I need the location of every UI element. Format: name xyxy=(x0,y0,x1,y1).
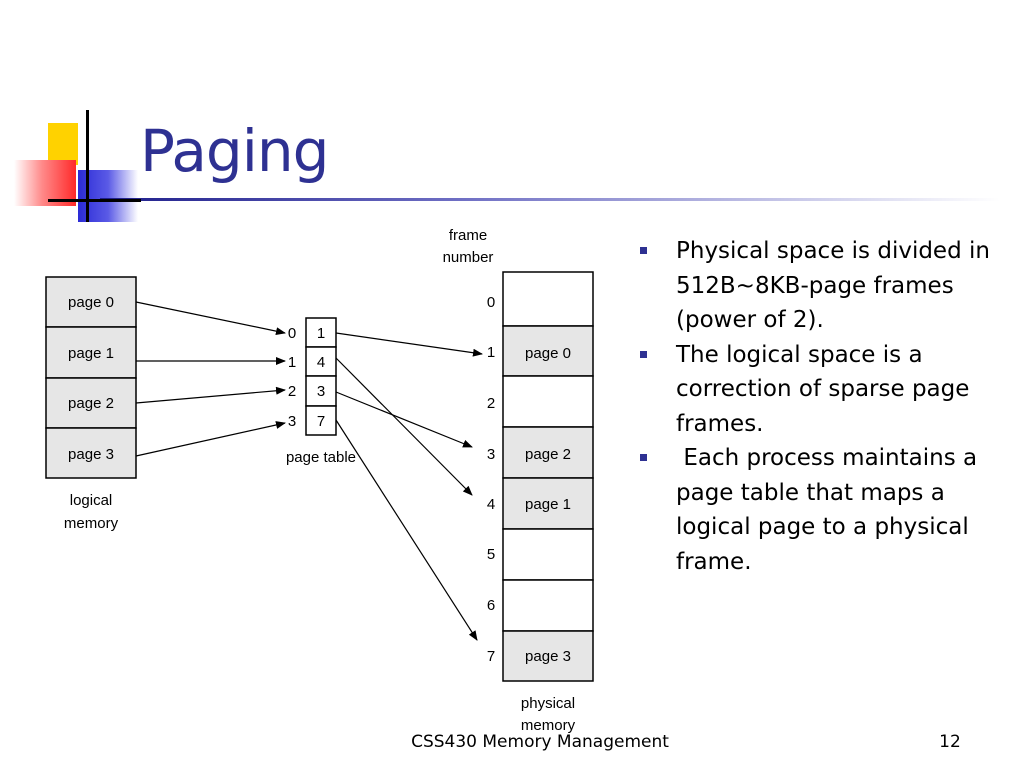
corner-decoration-red xyxy=(14,160,76,206)
logical-page-label: page 0 xyxy=(68,294,114,311)
logical-memory-label-line1: logical xyxy=(70,492,113,509)
page-table-frame-entry: 3 xyxy=(317,383,325,400)
logical-page-2: page 2 xyxy=(45,377,137,429)
physical-frame-content: page 0 xyxy=(525,345,571,362)
physical-memory: frame number 0 1 2 3 4 5 6 7 page 0 page… xyxy=(443,227,594,734)
arrow xyxy=(335,419,478,641)
frame-number: 4 xyxy=(487,496,495,513)
title-underline xyxy=(100,198,1000,201)
logical-to-table-arrows xyxy=(135,301,286,457)
arrow xyxy=(335,332,483,357)
square-bullet-icon xyxy=(640,454,647,461)
arrow xyxy=(135,421,286,457)
frame-number: 0 xyxy=(487,294,495,311)
physical-frame-content: page 1 xyxy=(525,496,571,513)
corner-decoration-yellow xyxy=(48,123,78,165)
footer-text: CSS430 Memory Management xyxy=(411,732,669,752)
frame-number: 7 xyxy=(487,648,495,665)
page-table-label: page table xyxy=(286,449,356,466)
logical-memory-label-line2: memory xyxy=(64,515,119,532)
frame-number: 1 xyxy=(487,344,495,361)
frame-number-header-line1: frame xyxy=(449,227,487,244)
frame-number: 5 xyxy=(487,546,495,563)
frame-number: 2 xyxy=(487,395,495,412)
physical-frame-content: page 2 xyxy=(525,446,571,463)
page-table-index: 2 xyxy=(288,383,296,400)
arrow xyxy=(135,386,286,404)
physical-memory-label-line2: memory xyxy=(521,717,576,734)
logical-page-label: page 2 xyxy=(68,395,114,412)
logical-page-1: page 1 xyxy=(45,326,137,379)
bullet-list: Physical space is divided in 512B~8KB-pa… xyxy=(640,234,1010,579)
corner-decoration-vertical-line xyxy=(86,110,89,222)
page-table-frame-entry: 7 xyxy=(317,413,325,430)
logical-page-3: page 3 xyxy=(45,427,137,479)
corner-decoration-horizontal-line xyxy=(48,199,141,202)
logical-page-label: page 3 xyxy=(68,446,114,463)
square-bullet-icon xyxy=(640,247,647,254)
page-table-frame-entry: 4 xyxy=(317,354,325,371)
page-number: 12 xyxy=(939,732,961,752)
logical-page-label: page 1 xyxy=(68,345,114,362)
bullet-item: Each process maintains a page table that… xyxy=(640,441,1010,579)
logical-memory: page 0 page 1 page 2 page 3 logical memo… xyxy=(45,276,137,532)
bullet-item: Physical space is divided in 512B~8KB-pa… xyxy=(640,234,1010,338)
slide-title: Paging xyxy=(140,117,329,185)
bullet-text: Physical space is divided in 512B~8KB-pa… xyxy=(676,238,990,333)
frame-number: 3 xyxy=(487,446,495,463)
bullet-text: The logical space is a correction of spa… xyxy=(676,341,970,437)
page-table-index: 1 xyxy=(288,354,296,371)
bullet-item: The logical space is a correction of spa… xyxy=(640,338,1010,442)
physical-frame-content: page 3 xyxy=(525,648,571,665)
table-to-frame-arrows xyxy=(335,332,483,641)
page-table-index: 0 xyxy=(288,325,296,342)
arrow xyxy=(335,357,473,496)
page-table-index: 3 xyxy=(288,413,296,430)
square-bullet-icon xyxy=(640,350,647,358)
page-table-frame-entry: 1 xyxy=(317,325,325,342)
page-table: 0 1 2 3 1 4 3 7 page table xyxy=(286,317,356,466)
bullet-text: Each process maintains a page table that… xyxy=(676,445,985,575)
frame-number: 6 xyxy=(487,597,495,614)
frame-number-header-line2: number xyxy=(443,249,494,266)
physical-memory-label-line1: physical xyxy=(521,695,575,712)
arrow xyxy=(135,301,286,336)
arrow xyxy=(335,391,473,448)
logical-page-0: page 0 xyxy=(45,276,137,328)
